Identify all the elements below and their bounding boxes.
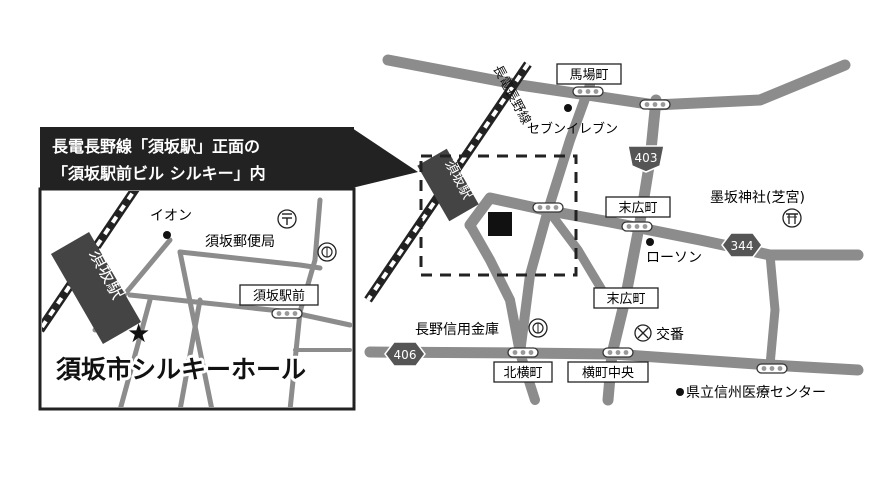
inset-crossing-label: 須坂駅前 [239,284,319,306]
main-station-box [417,148,479,222]
hospital-label: 県立信州医療センター [686,384,826,401]
koban-icon [634,324,652,342]
lawson-marker [646,238,654,246]
bank-label: 長野信用金庫 [415,321,499,338]
callout-pointer [352,128,418,188]
svg-text:末広町: 末広町 [618,201,657,216]
venue-label: 須坂市シルキーホール [56,355,306,384]
aeon-label: イオン [150,208,192,224]
star-icon: ★ [127,319,150,349]
shrine-icon [782,208,802,228]
seven-eleven-label: セブンイレブン [527,121,618,137]
crossing-label-suehirocho-south: 末広町 [593,287,659,309]
svg-text:横町中央: 横町中央 [582,366,634,381]
callout-box [40,127,354,189]
post-office-label: 須坂郵便局 [205,234,275,250]
svg-text:406: 406 [394,348,417,362]
bank-icon-inset [317,242,337,262]
crossing-label-babacho: 馬場町 [556,63,622,85]
route-shield-403: 403 [627,145,665,173]
venue-building [488,212,512,236]
shrine-label: 墨坂神社(芝宮) [710,190,805,206]
crossing-label-yokomachichuo: 横町中央 [567,361,649,383]
bank-icon [528,318,548,338]
venue-label-halo: 須坂市シルキーホール [56,355,306,384]
route-shield-344: 344 [721,232,763,258]
svg-text:須坂駅前: 須坂駅前 [253,288,305,304]
lawson-label: ローソン [646,250,702,266]
aeon-marker [163,231,171,239]
koban-label: 交番 [656,326,684,343]
svg-text:馬場町: 馬場町 [569,68,608,83]
svg-text:末広町: 末広町 [606,292,645,307]
zoom-area-box [419,154,578,277]
svg-text:344: 344 [731,239,754,253]
traffic-light-icon-inset [271,308,303,319]
hospital-marker [676,388,684,396]
crossing-label-kitayokomachi: 北横町 [493,361,553,383]
seven-eleven-marker [564,104,572,112]
callout-line2: 「須坂駅前ビル シルキー」内 [52,164,266,183]
route-shield-406: 406 [384,341,426,367]
callout-line1: 長電長野線「須坂駅」正面の [52,137,260,156]
inset-map: 須坂駅 イオン 須坂郵便局 須坂駅前 ★ 須坂市シルキーホール 須坂市シルキーホ… [38,187,356,411]
crossing-label-suehirocho-north: 末広町 [605,196,671,218]
traffic-light-dots [512,89,783,371]
svg-text:403: 403 [635,151,658,165]
svg-text:北横町: 北横町 [503,366,542,381]
post-office-icon [277,209,297,229]
